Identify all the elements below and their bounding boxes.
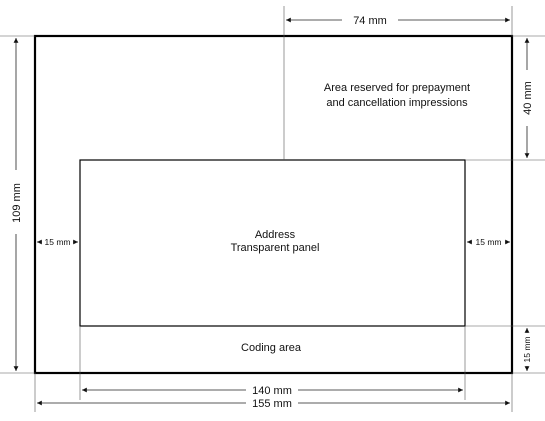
dim-right-top: 40 mm <box>522 81 534 115</box>
address-label: Address <box>255 229 296 241</box>
dim-top-width: 74 mm <box>353 15 387 27</box>
dim-right-margin: 15 mm <box>476 237 502 247</box>
transparent-panel-label: Transparent panel <box>231 242 320 254</box>
dim-window-width: 140 mm <box>252 385 292 397</box>
dim-total-width: 155 mm <box>252 398 292 410</box>
reserved-area-label-line1: Area reserved for prepayment <box>324 82 470 94</box>
reserved-area-label-line2: and cancellation impressions <box>326 97 468 109</box>
extension-lines <box>0 6 545 412</box>
coding-area-label: Coding area <box>241 342 302 354</box>
dim-left-margin: 15 mm <box>45 237 71 247</box>
envelope-outline <box>33 34 514 375</box>
dim-right-bottom: 15 mm <box>522 337 532 363</box>
dim-left-height: 109 mm <box>11 183 23 223</box>
address-window <box>79 159 466 327</box>
